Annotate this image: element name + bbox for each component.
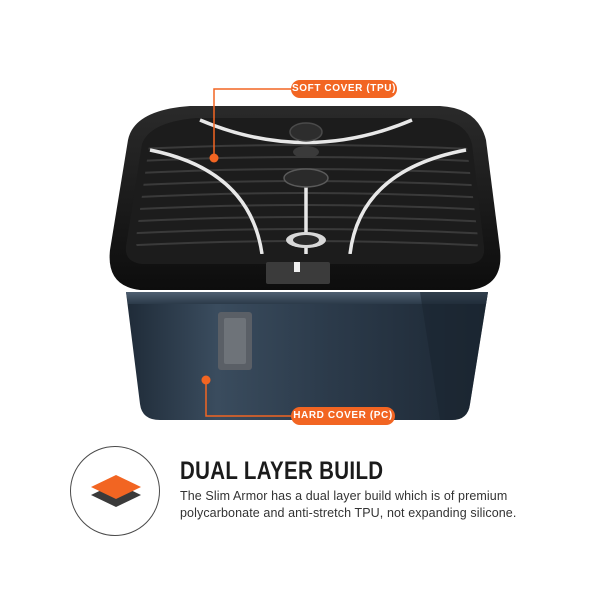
feature-description-line-2: polycarbonate and anti-stretch TPU, not … [180, 506, 517, 520]
soft-cover-label: SOFT COVER (TPU) [291, 80, 397, 98]
feature-description-line-1: The Slim Armor has a dual layer build wh… [180, 489, 508, 503]
feature-description: The Slim Armor has a dual layer build wh… [180, 488, 580, 522]
layers-icon [70, 446, 160, 536]
hard-cover-label: HARD COVER (PC) [291, 407, 395, 425]
hard-cover-marker-dot [201, 375, 211, 385]
callout-lines [205, 88, 291, 417]
soft-cover-shell [109, 106, 501, 290]
feature-title: DUAL LAYER BUILD [180, 457, 384, 485]
hard-cover-shell [126, 292, 488, 420]
soft-cover-marker-dot [209, 153, 219, 163]
